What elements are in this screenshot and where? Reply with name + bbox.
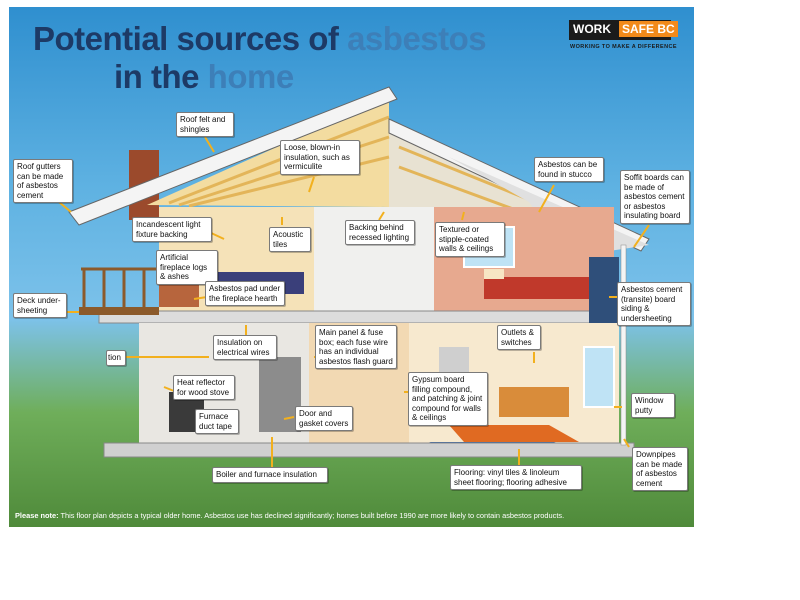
label-light-fixture: Incandescent light fixture backing (132, 217, 212, 242)
footnote-text: This floor plan depicts a typical older … (58, 511, 565, 520)
page-title-line-2: in the home (114, 59, 294, 95)
label-roof-gutters: Roof gutters can be made of asbestos cem… (13, 159, 73, 203)
label-soffit-boards: Soffit boards can be made of asbestos ce… (620, 170, 690, 224)
title-text: Potential sources of (33, 20, 348, 57)
label-insulation-cropped: tion (106, 350, 126, 366)
label-downpipes: Downpipes can be made of asbestos cement (632, 447, 688, 491)
footnote-lead: Please note: (15, 511, 59, 520)
label-outlets-switches: Outlets & switches (497, 325, 541, 350)
label-gypsum-board: Gypsum board filling compound, and patch… (408, 372, 488, 426)
label-recessed-lighting: Backing behind recessed lighting (345, 220, 415, 245)
deck (79, 307, 159, 315)
title-highlight: asbestos (347, 20, 487, 57)
siding (589, 257, 619, 327)
label-main-panel: Main panel & fuse box; each fuse wire ha… (315, 325, 397, 369)
foundation (103, 442, 635, 458)
roof-left (68, 86, 398, 226)
label-deck-undersheeting: Deck under-sheeting (13, 293, 67, 318)
furnace (259, 357, 301, 432)
worksafebc-logo: WORK SAFE BC WORKING TO MAKE A DIFFERENC… (569, 20, 679, 58)
downpipe (620, 244, 627, 446)
label-electrical-wires: Insulation on electrical wires (213, 335, 277, 360)
infographic-poster: Potential sources of asbestos in the hom… (9, 7, 694, 527)
label-textured-walls: Textured or stipple-coated walls & ceili… (435, 222, 505, 257)
label-window-putty: Window putty (631, 393, 675, 418)
kitchen-cabinets (499, 387, 569, 417)
label-fireplace-logs: Artificial fireplace logs & ashes (156, 250, 218, 285)
label-acoustic-tiles: Acoustic tiles (269, 227, 311, 252)
label-loose-insulation: Loose, blown-in insulation, such as verm… (280, 140, 360, 175)
logo-word-1: WORK (573, 22, 611, 36)
label-heat-reflector: Heat reflector for wood stove (173, 375, 235, 400)
bed (484, 277, 594, 299)
label-door-gaskets: Door and gasket covers (295, 406, 353, 431)
house-cutaway-illustration (58, 86, 650, 468)
logo-tagline: WORKING TO MAKE A DIFFERENCE (570, 44, 677, 50)
label-furnace-duct-tape: Furnace duct tape (195, 409, 239, 434)
floor-slab (98, 310, 620, 324)
label-boiler-insulation: Boiler and furnace insulation (212, 467, 328, 483)
page-title-line-1: Potential sources of asbestos (33, 20, 487, 57)
label-stucco: Asbestos can be found in stucco (534, 157, 604, 182)
label-roof-felt: Roof felt and shingles (176, 112, 234, 137)
logo-word-2: SAFE BC (619, 21, 678, 37)
label-flooring: Flooring: vinyl tiles & linoleum sheet f… (450, 465, 582, 490)
footnote: Please note: This floor plan depicts a t… (15, 511, 687, 520)
title-text: in the (114, 58, 208, 95)
label-hearth-pad: Asbestos pad under the fireplace hearth (205, 281, 285, 306)
label-transite-siding: Asbestos cement (transite) board siding … (617, 282, 691, 326)
title-highlight: home (207, 58, 295, 95)
